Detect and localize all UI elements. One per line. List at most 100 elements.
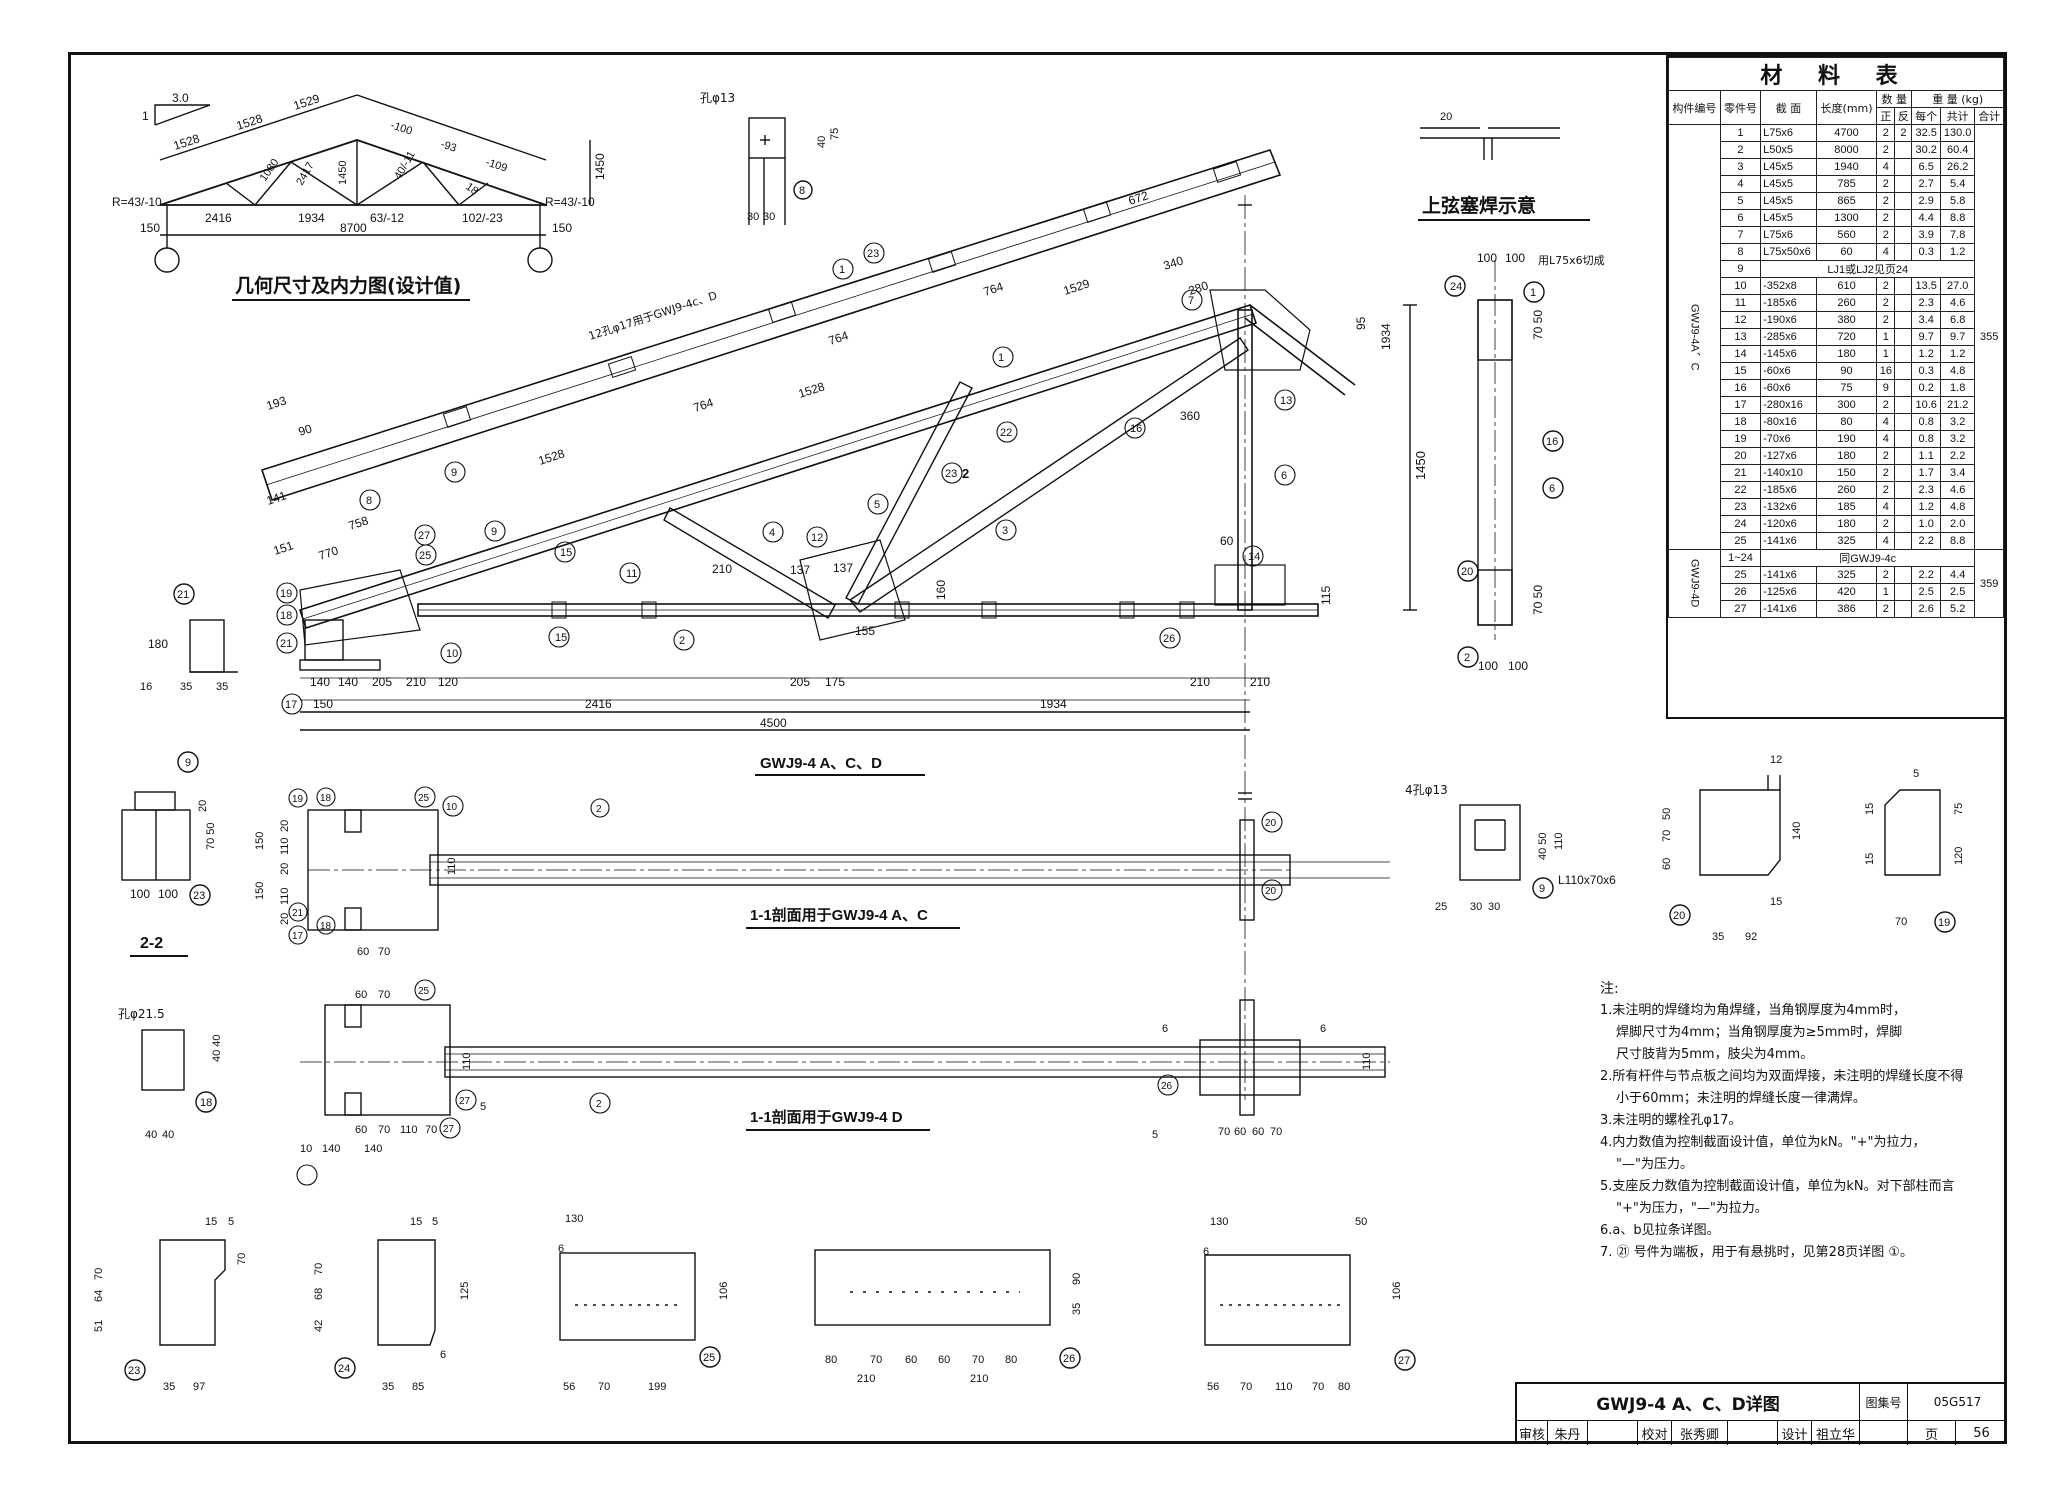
svg-text:30: 30 (763, 211, 775, 223)
plate-20-detail: 12 50 70 60 140 35 92 15 20 (1661, 754, 1803, 943)
svg-text:30: 30 (1488, 901, 1500, 913)
svg-text:85: 85 (412, 1381, 424, 1393)
svg-text:11: 11 (626, 568, 637, 580)
svg-text:15: 15 (205, 1216, 217, 1228)
svg-text:35: 35 (382, 1381, 394, 1393)
svg-text:100: 100 (1478, 659, 1498, 673)
svg-text:2417: 2417 (294, 160, 317, 187)
drawing-frame (68, 52, 2007, 1444)
proof-label: 校对 (1637, 1421, 1671, 1445)
design-name: 祖立华 (1811, 1421, 1859, 1445)
svg-text:4孔φ13: 4孔φ13 (1405, 783, 1448, 797)
svg-text:6: 6 (558, 1243, 564, 1255)
check-label: 审核 (1518, 1427, 1545, 1443)
svg-text:90: 90 (297, 421, 314, 439)
svg-text:210: 210 (406, 675, 426, 689)
svg-text:35: 35 (163, 1381, 175, 1393)
svg-text:764: 764 (982, 279, 1006, 299)
svg-text:6: 6 (440, 1349, 446, 1361)
svg-text:40: 40 (145, 1129, 157, 1141)
svg-text:2: 2 (679, 635, 685, 647)
svg-text:26: 26 (1063, 1353, 1075, 1365)
svg-text:35: 35 (216, 681, 228, 693)
plate-9-detail: 4孔φ13 25 30 30 40 50 110 9 L110x70x6 (1405, 783, 1616, 913)
svg-text:1934: 1934 (1379, 323, 1393, 350)
svg-text:19: 19 (1938, 917, 1950, 929)
svg-text:19: 19 (292, 794, 304, 805)
svg-text:150: 150 (254, 882, 266, 900)
svg-text:2416: 2416 (205, 211, 232, 225)
svg-text:210: 210 (857, 1373, 875, 1385)
svg-text:360: 360 (1180, 409, 1200, 423)
svg-text:60: 60 (1234, 1126, 1246, 1138)
svg-text:20: 20 (1265, 886, 1277, 897)
svg-text:25: 25 (1435, 901, 1447, 913)
svg-text:102/-23: 102/-23 (462, 211, 503, 225)
note-line: 焊脚尺寸为4mm；当角钢厚度为≥5mm时，焊脚 (1616, 1025, 1903, 1040)
svg-text:70: 70 (378, 1124, 390, 1136)
svg-text:150: 150 (140, 221, 160, 235)
svg-text:10: 10 (446, 802, 458, 813)
svg-text:64: 64 (93, 1290, 105, 1302)
svg-text:70: 70 (313, 1263, 325, 1275)
svg-text:56: 56 (1207, 1381, 1219, 1393)
svg-text:1450: 1450 (1413, 451, 1428, 480)
svg-text:7: 7 (1188, 295, 1194, 307)
svg-text:100: 100 (158, 887, 178, 901)
section-2-2-plate: 9 23 100 100 20 70 50 2-2 (121, 751, 217, 957)
svg-text:23: 23 (945, 468, 957, 480)
svg-text:70: 70 (1270, 1126, 1282, 1138)
svg-text:758: 758 (347, 513, 371, 533)
svg-text:205: 205 (372, 675, 392, 689)
note-line: 5.支座反力数值为控制截面设计值，单位为kN。对下部柱而言 (1600, 1179, 1955, 1194)
svg-text:1528: 1528 (235, 111, 265, 133)
header-qty-neg: 反 (1894, 107, 1913, 125)
svg-text:26: 26 (1163, 633, 1175, 645)
svg-text:672: 672 (1127, 188, 1151, 208)
notes-heading: 注: (1600, 981, 1619, 997)
svg-text:40 40: 40 40 (211, 1034, 223, 1062)
svg-text:18: 18 (280, 610, 292, 622)
svg-text:1934: 1934 (1040, 697, 1067, 711)
svg-text:1529: 1529 (292, 91, 322, 113)
svg-text:280: 280 (1187, 278, 1211, 298)
svg-text:106: 106 (718, 1282, 730, 1300)
svg-text:95: 95 (1354, 316, 1368, 330)
svg-text:70: 70 (236, 1253, 248, 1265)
svg-text:100: 100 (1505, 251, 1525, 265)
svg-text:20: 20 (197, 800, 209, 812)
note-line: "+"为压力，"—"为拉力。 (1616, 1201, 1768, 1216)
svg-text:110: 110 (446, 857, 458, 875)
note-line: 1.未注明的焊缝均为角焊缝，当角钢厚度为4mm时， (1600, 1003, 1907, 1018)
svg-text:140: 140 (338, 675, 358, 689)
svg-text:R=43/-10: R=43/-10 (545, 195, 595, 209)
svg-text:8: 8 (366, 495, 372, 507)
svg-text:160: 160 (934, 580, 948, 600)
svg-text:60: 60 (938, 1354, 950, 1366)
svg-text:80: 80 (1005, 1354, 1017, 1366)
svg-text:35: 35 (180, 681, 192, 693)
svg-text:12: 12 (1770, 754, 1782, 766)
svg-text:1450: 1450 (337, 161, 349, 185)
note-line: 4.内力数值为控制截面设计值，单位为kN。"+"为拉力， (1600, 1135, 1926, 1150)
plate-19-detail: 5 15 15 75 120 70 19 (1864, 768, 1965, 933)
svg-text:155: 155 (855, 624, 875, 638)
svg-text:15: 15 (1770, 896, 1782, 908)
svg-text:764: 764 (692, 395, 716, 415)
svg-text:42: 42 (313, 1320, 325, 1332)
header-part: 零件号 (1719, 90, 1762, 125)
svg-text:70: 70 (425, 1124, 437, 1136)
svg-text:20: 20 (1265, 818, 1277, 829)
svg-text:-100: -100 (389, 119, 414, 137)
svg-text:50: 50 (1661, 808, 1673, 820)
svg-text:199: 199 (648, 1381, 666, 1393)
svg-text:70: 70 (1312, 1381, 1324, 1393)
svg-text:30: 30 (1470, 901, 1482, 913)
svg-text:24: 24 (1450, 281, 1462, 293)
